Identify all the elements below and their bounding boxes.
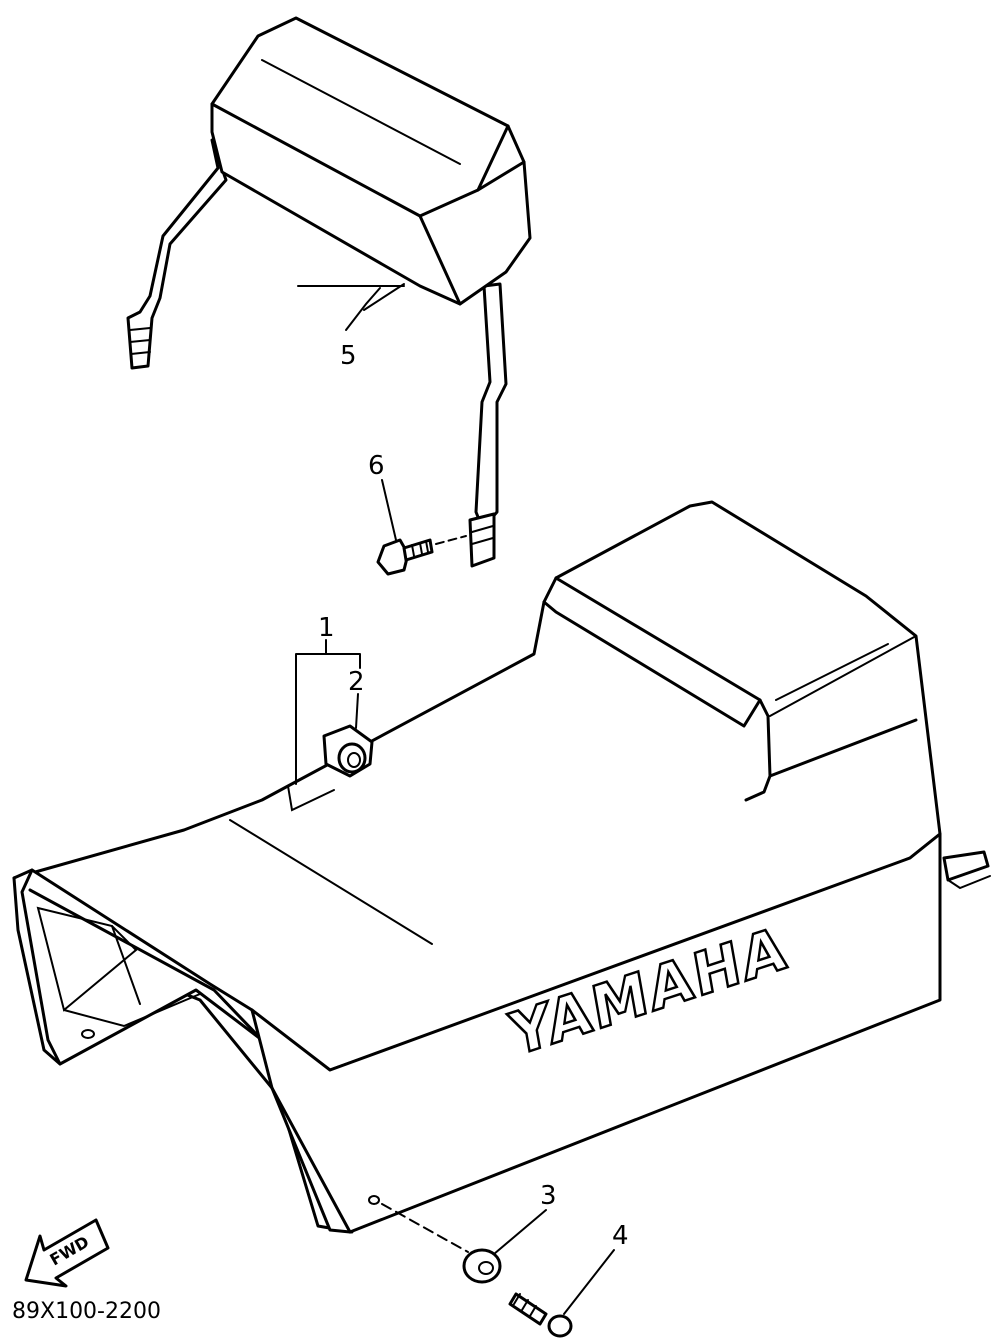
- backrest-right-bar-end: [468, 512, 496, 568]
- callout-6: 6: [368, 451, 385, 481]
- grommet-3: [381, 1203, 502, 1284]
- seat-rear-tab: [942, 850, 990, 882]
- backrest-right-bar: [474, 282, 508, 524]
- callout-2: 2: [348, 667, 365, 697]
- side-mount-hole: [368, 1195, 380, 1205]
- seat-front-end: [12, 868, 354, 1234]
- callout-4: 4: [612, 1221, 629, 1251]
- callout-3: 3: [540, 1181, 557, 1211]
- callout-5: 5: [340, 341, 357, 371]
- forward-arrow-icon: FWD: [24, 1218, 110, 1288]
- bolt-6: [376, 535, 467, 576]
- front-mount-hole: [81, 1029, 95, 1039]
- callout-1: 1: [318, 613, 335, 643]
- backrest-left-bar: [126, 138, 228, 370]
- callouts: 5 6 1 2 3 4: [295, 283, 629, 1315]
- seat-side-panel: [250, 832, 942, 1234]
- backrest-pad: [210, 16, 532, 306]
- backrest-assembly: [126, 16, 532, 568]
- diagram-code: 89X100-2200: [12, 1299, 161, 1324]
- screw-4: [508, 1292, 573, 1338]
- bushing-2: [322, 724, 374, 778]
- seat-body: YAMAHA: [12, 500, 991, 1234]
